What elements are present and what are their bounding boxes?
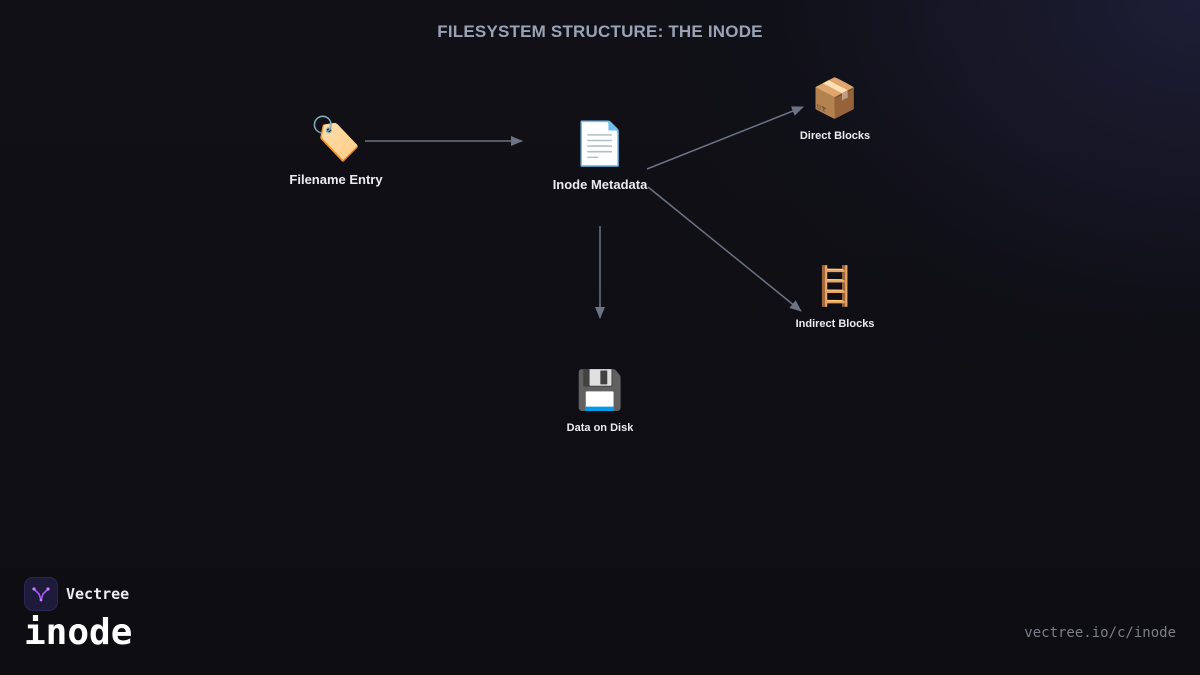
vectree-logo-mark xyxy=(32,587,50,602)
node-label-filename-entry: Filename Entry xyxy=(289,172,383,187)
node-label-indirect-blocks: Indirect Blocks xyxy=(795,318,875,330)
ladder-icon: 🪜 xyxy=(811,266,859,308)
vectree-logo-icon xyxy=(24,577,58,611)
floppy-disk-icon: 💾 xyxy=(576,370,624,412)
node-label-data-on-disk: Data on Disk xyxy=(566,422,634,434)
node-filename-entry: 🏷️ Filename Entry xyxy=(289,115,383,188)
topic-title: inode xyxy=(24,612,133,653)
diagram-title: FILESYSTEM STRUCTURE: THE INODE xyxy=(437,22,763,41)
node-direct-blocks: 📦 Direct Blocks xyxy=(800,80,870,142)
document-icon: 📄 xyxy=(573,120,627,167)
node-label-direct-blocks: Direct Blocks xyxy=(799,130,871,142)
brand-row: Vectree xyxy=(24,577,132,611)
brand-block: Vectree inode xyxy=(24,577,132,653)
package-icon: 📦 xyxy=(811,78,859,120)
edge-inode-to-indirect xyxy=(647,186,802,312)
node-inode-metadata: 📄 Inode Metadata xyxy=(552,120,648,193)
brand-name: Vectree xyxy=(66,585,130,603)
node-data-on-disk: 💾 Data on Disk xyxy=(567,372,634,434)
node-label-inode-metadata: Inode Metadata xyxy=(552,177,648,192)
edge-inode-to-direct xyxy=(646,106,804,170)
label-tag-icon: 🏷️ xyxy=(309,115,363,162)
source-url: vectree.io/c/inode xyxy=(1024,625,1176,641)
node-indirect-blocks: 🪜 Indirect Blocks xyxy=(796,268,875,330)
